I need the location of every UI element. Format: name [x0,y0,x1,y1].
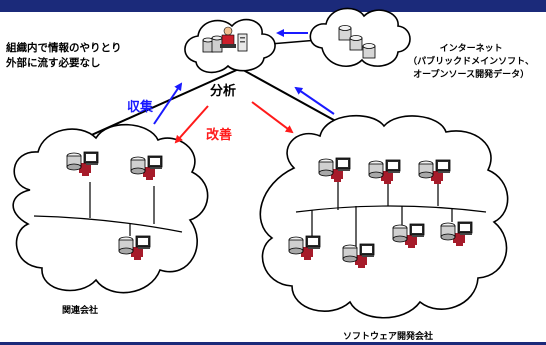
note-line-1: 組織内で情報のやりとり [6,42,122,54]
collect-arrow [153,82,183,125]
related-company-network [33,182,183,236]
analysis-icons [202,26,248,53]
improve-arrow-right [251,101,294,134]
internet-arrow-bottom [294,86,335,115]
internet-line-1: インターネット [439,44,503,54]
internal-exchange-note: 組織内で情報のやりとり 外部に流す必要なし [6,41,122,71]
internet-line-2: （パブリックドメインソフト、 [408,57,534,67]
internet-label: インターネット （パブリックドメインソフト、 オープンソース開発データ） [408,43,534,82]
person-icon [220,26,236,48]
header-bar [0,0,546,12]
database-icon [338,25,376,59]
software-company-network [295,180,487,246]
database-icon [202,35,223,53]
software-company-label: ソフトウェア開発会社 [343,332,434,342]
related-company-label: 関連会社 [62,306,99,316]
server-icon [237,33,248,52]
analysis-label: 分析 [210,84,237,99]
footer-bar [0,342,546,345]
improve-label: 改善 [206,128,233,143]
related-company-cloud [12,123,209,294]
software-company-cloud [259,114,509,319]
improve-arrow-left [174,105,209,144]
note-line-2: 外部に流す必要なし [6,57,101,69]
collect-label: 収集 [127,100,154,115]
internet-line-3: オープンソース開発データ） [413,70,530,80]
